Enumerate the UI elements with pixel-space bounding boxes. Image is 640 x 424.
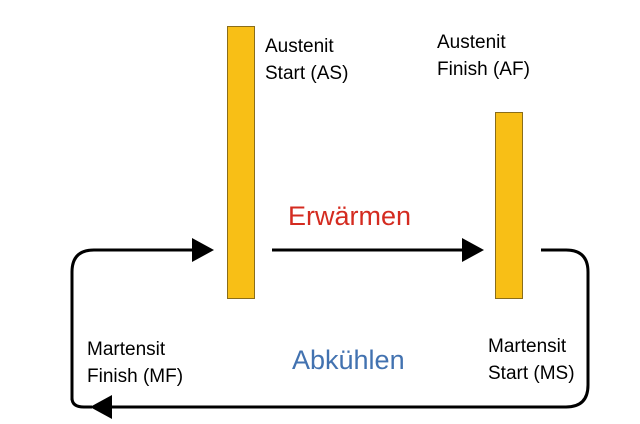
austenit-finish-label: Austenit Finish (AF) <box>437 32 530 80</box>
heating-process-label: Erwärmen <box>288 201 412 231</box>
cooling-process-label: Abkühlen <box>292 345 405 375</box>
austenit-finish-bar <box>495 112 523 299</box>
austenit-start-label: Austenit Start (AS) <box>265 36 349 84</box>
heating-arrow <box>272 238 484 262</box>
martensit-start-label: Martensit Start (MS) <box>488 336 575 384</box>
martensit-finish-label: Martensit Finish (MF) <box>87 339 184 387</box>
austenit-start-bar <box>227 26 255 299</box>
loop-bottom-left-curve <box>70 397 92 409</box>
